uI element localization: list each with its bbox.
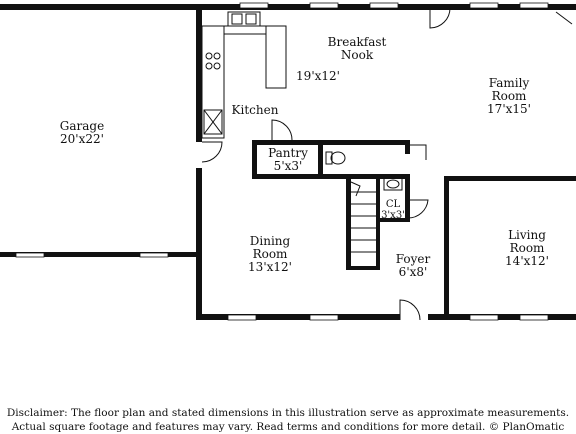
pantry-dims: 5'x3'	[273, 159, 303, 173]
disclaimer: Disclaimer: The floor plan and stated di…	[0, 406, 576, 434]
windows	[15, 2, 549, 321]
garage-dims: 20'x22'	[60, 132, 104, 146]
family-room-name-1: Family	[488, 76, 530, 90]
dining-room-name-1: Dining	[249, 234, 291, 248]
garage-label: Garage 20'x22'	[60, 120, 104, 146]
living-room-dims: 14'x12'	[505, 254, 549, 268]
pantry-name: Pantry	[268, 146, 308, 160]
breakfast-nook-name-1: Breakfast	[327, 35, 387, 49]
dining-room-name-2: Room	[252, 247, 288, 261]
disclaimer-line-2: Actual square footage and features may v…	[11, 421, 565, 433]
closet-name: CL	[385, 199, 401, 210]
dining-room-dims: 13'x12'	[248, 260, 292, 274]
pantry-label: Pantry 5'x3'	[268, 147, 308, 173]
stairs	[346, 177, 410, 270]
doors	[201, 7, 573, 321]
closet-label: CL 3'x3'	[381, 199, 405, 221]
dining-room-label: Dining Room 13'x12'	[248, 235, 292, 274]
breakfast-nook-name-2: Nook	[340, 48, 374, 62]
living-room-name-1: Living	[508, 228, 546, 242]
kitchen-label: Kitchen	[232, 104, 279, 117]
kitchen-name: Kitchen	[231, 103, 279, 117]
living-room-label: Living Room 14'x12'	[505, 229, 549, 268]
closet-dims: 3'x3'	[381, 210, 405, 221]
disclaimer-line-1: Disclaimer: The floor plan and stated di…	[6, 407, 570, 419]
kitchen-counters	[201, 11, 287, 139]
foyer-label: Foyer 6'x8'	[396, 253, 431, 279]
family-room-dims: 17'x15'	[487, 102, 531, 116]
garage-name: Garage	[59, 119, 105, 133]
family-room-name-2: Room	[491, 89, 527, 103]
breakfast-nook-label: Breakfast Nook	[328, 36, 387, 62]
living-room-name-2: Room	[509, 241, 545, 255]
family-room-label: Family Room 17'x15'	[487, 77, 531, 116]
breakfast-nook-dims: 19'x12'	[296, 69, 340, 83]
foyer-dims: 6'x8'	[398, 265, 428, 279]
pantry-block	[252, 140, 410, 179]
foyer-name: Foyer	[395, 252, 431, 266]
